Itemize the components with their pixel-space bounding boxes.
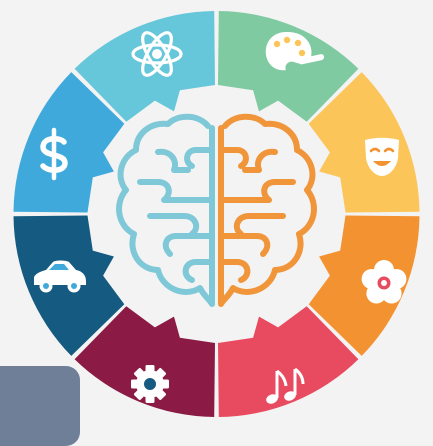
flower-icon: [361, 260, 407, 304]
theater-mask-icon: [365, 137, 399, 176]
brain-right-hemisphere: [218, 113, 317, 307]
segment-car: [13, 72, 125, 213]
brain-left-hemisphere: [116, 113, 215, 307]
gear-icon: [131, 365, 169, 403]
segment-palette: [308, 72, 420, 213]
brain-icon: [116, 113, 317, 307]
segment-music-notes: [74, 306, 215, 417]
segments: [13, 11, 420, 417]
car-icon: [34, 260, 86, 293]
segment-atom: [218, 11, 359, 122]
music-notes-icon: [266, 367, 305, 404]
segment-theater-mask: [308, 215, 420, 356]
segment-flower: [218, 306, 359, 417]
diagram: [0, 11, 420, 446]
segment-dollar: [74, 11, 215, 122]
dollar-icon: [40, 127, 68, 181]
atom-icon: [131, 31, 183, 77]
palette-icon: [265, 31, 325, 71]
brain-wheel: [13, 11, 420, 417]
